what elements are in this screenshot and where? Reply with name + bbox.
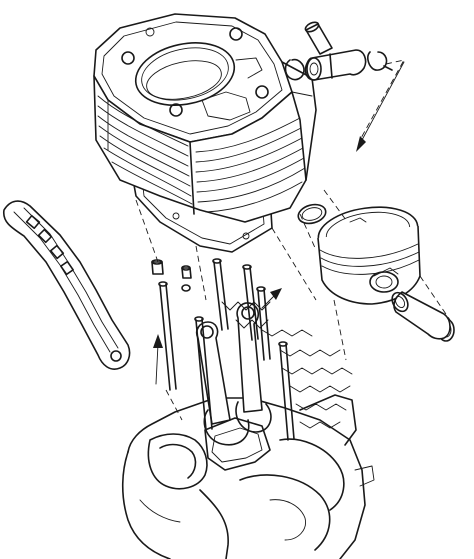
connecting-rod-icon (195, 302, 272, 446)
crankcase-icon (121, 394, 375, 559)
cam-chain-icon (221, 301, 353, 429)
cam-chain-guide-icon (2, 200, 131, 370)
wrist-pin-lower-icon (391, 291, 451, 340)
wrist-pin-clip-icon (284, 51, 393, 81)
piston-icon (317, 206, 421, 305)
wrist-pin-icon (304, 21, 367, 81)
assembly-guide-lines (135, 59, 451, 421)
direction-arrow-icon (153, 61, 405, 385)
o-ring-icon (181, 284, 191, 292)
cylinder-barrel-icon (93, 13, 317, 223)
dowel-pin-icon (151, 259, 192, 279)
cylinder-stud-icon (158, 258, 295, 441)
